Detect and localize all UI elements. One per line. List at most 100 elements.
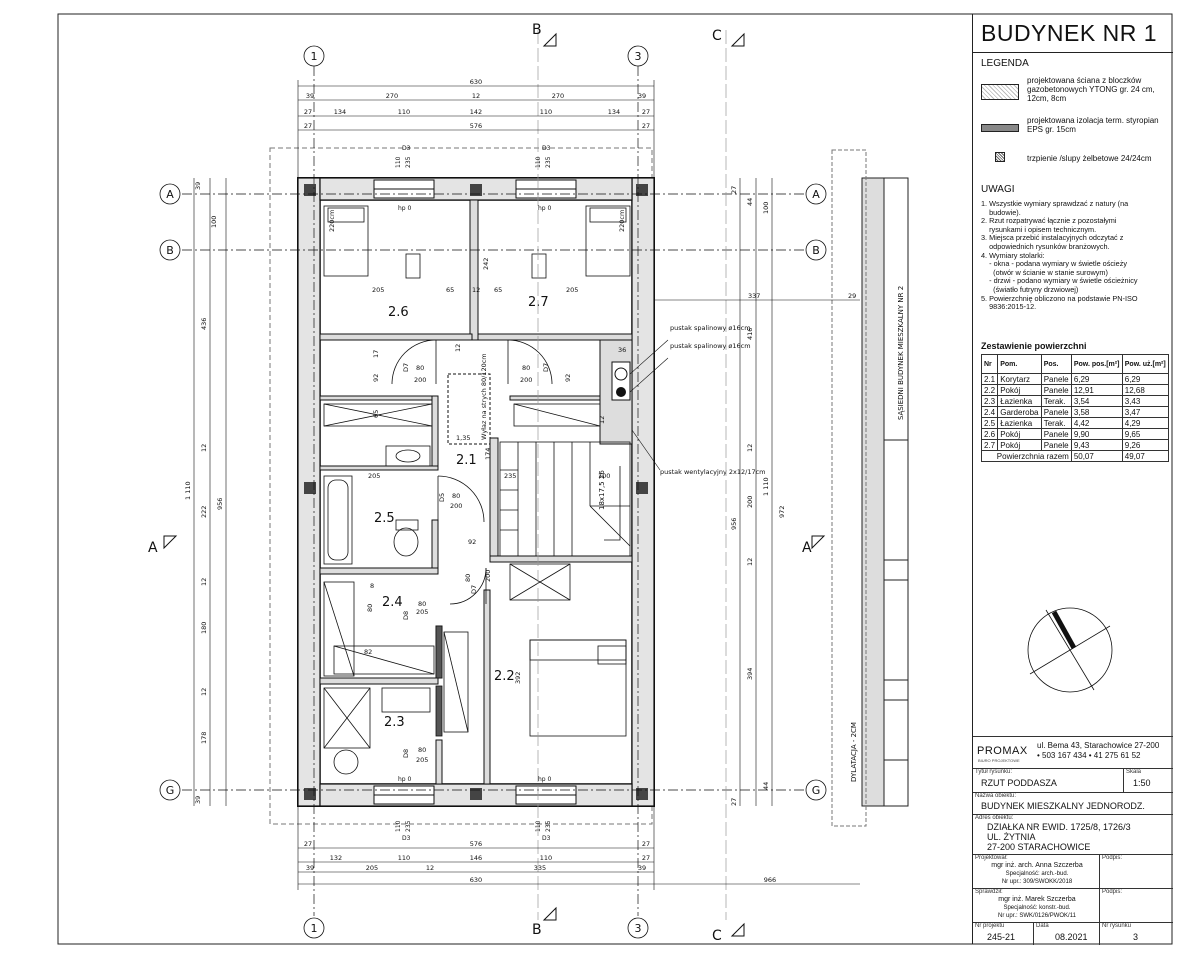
title-panel: BUDYNEK NR 1 LEGENDA projektowana ściana…	[972, 14, 1173, 945]
win2-w: 110	[535, 156, 542, 168]
dim-top-576: 576	[470, 122, 482, 130]
room-2-3: 2.3	[384, 715, 405, 730]
inner-174: 174	[484, 448, 492, 460]
section-c-top: C	[712, 28, 722, 44]
room-2-6: 2.6	[388, 305, 409, 320]
bed-single	[585, 205, 631, 277]
inner-205b: 205	[566, 286, 578, 294]
win4-h: 235	[545, 820, 552, 832]
toilet	[393, 527, 419, 557]
attic-hatch	[447, 373, 491, 445]
sheet-frame	[57, 13, 1173, 945]
sink	[385, 445, 431, 467]
flue1-label: pustak spalinowy ø16cm	[670, 324, 751, 332]
tb-number-row: Nr projektu 245-21 Data 08.2021 Nr rysun…	[973, 922, 1173, 945]
door-80c: 80	[452, 492, 460, 500]
surface-cell: Panele	[1040, 373, 1072, 385]
win2-h: 235	[545, 156, 552, 168]
inner-dims: D7 80 200 D7 80 200 D5 80 200 D7 80 200 …	[328, 210, 626, 764]
flues: pustak spalinowy ø16cm pustak spalinowy …	[611, 324, 766, 476]
shower	[323, 687, 371, 749]
designer-sign-caption: Podpis:	[1102, 855, 1123, 861]
room-labels: 2.6 2.7 2.1 2.5 2.4 2.2 2.3	[374, 295, 549, 730]
dim-top-630: 630	[470, 78, 482, 86]
inner-92c: 92	[468, 538, 476, 546]
surface-cell: 3,58	[1070, 406, 1123, 418]
inner-242: 242	[482, 258, 490, 270]
bathtub	[323, 475, 353, 565]
axis-b-left: B	[166, 244, 174, 257]
inner-235: 235	[504, 472, 516, 480]
furniture	[323, 205, 631, 775]
surface-cell: 2.3	[980, 395, 999, 407]
inner-205a: 205	[372, 286, 384, 294]
room-2-4: 2.4	[382, 595, 403, 610]
dim-right-44b: 44	[762, 782, 770, 790]
dim-left-436: 436	[200, 318, 208, 330]
door-d8b: D8	[402, 749, 410, 758]
dim-left-222: 222	[200, 506, 208, 518]
bed-single	[323, 205, 369, 277]
surface-cell: 4,42	[1070, 417, 1123, 429]
address-caption: Adres obiektu:	[975, 815, 1014, 821]
sheet-no: 3	[1133, 932, 1139, 942]
surfaces-header-row: Nr Pom. Pos. Pow. pos.[m²] Pow. uż.[m²]	[980, 354, 1170, 374]
inner-12a: 12	[472, 286, 480, 294]
win4-w: 110	[535, 820, 542, 832]
col-area-usable: Pow. uż.[m²]	[1121, 354, 1170, 374]
surface-cell: 9,26	[1121, 439, 1170, 451]
inner-82: 82	[364, 648, 372, 656]
door-80d: 80	[464, 574, 472, 582]
door-200c: 200	[450, 502, 462, 510]
dim-top-39b: 39	[638, 92, 646, 100]
surface-cell: 3,43	[1121, 395, 1170, 407]
note-3: 3. Miejsca przebić instalacyjnych odczyt…	[981, 233, 1124, 251]
checker-name: mgr inż. Marek Szczerba	[998, 896, 1076, 903]
win1-h: 235	[405, 156, 412, 168]
door-200d: 200	[484, 570, 492, 582]
dim-top-27b: 27	[642, 108, 650, 116]
section-c-bottom: C	[712, 928, 722, 944]
axis-g-right: G	[812, 784, 821, 797]
company-phone: • 503 167 434 • 41 275 61 52	[1037, 751, 1141, 760]
object-caption: Nazwa obiektu:	[975, 793, 1017, 799]
dim-right-29: 29	[848, 292, 856, 300]
date-value: 08.2021	[1055, 932, 1088, 942]
dimensions-left: 39 100 436 12 222 956 1 110 12 180 12 17…	[184, 178, 227, 806]
tb-designer-row: Projektował: mgr inż. arch. Anna Szczerb…	[973, 854, 1173, 889]
legend-heading: LEGENDA	[981, 58, 1029, 69]
designer-spec: Specjalność: arch.-bud.	[1005, 871, 1069, 877]
section-a-left: A	[148, 540, 158, 556]
col-nr: Nr	[980, 354, 999, 374]
dimensions-right: 27 100 44 416 956 200 1 110 972 12 12 39…	[654, 178, 860, 806]
dim-bot-39b: 39	[638, 864, 646, 872]
win3-w: 110	[395, 820, 402, 832]
surface-cell: 12,91	[1070, 384, 1123, 396]
dim-top-270b: 270	[552, 92, 564, 100]
dim-right-12a: 12	[746, 444, 754, 452]
door-205b: 205	[416, 756, 428, 764]
dim-bot-27c: 27	[642, 854, 650, 862]
scale-caption: Skala	[1126, 769, 1142, 775]
toilet2	[333, 749, 359, 775]
tb-object-row: Nazwa obiektu: BUDYNEK MIESZKALNY JEDNOR…	[973, 792, 1173, 815]
legend-swatch-column	[995, 152, 1005, 162]
dim-top-110b: 110	[540, 108, 552, 116]
dim-top-12a: 12	[472, 92, 480, 100]
room-2-1: 2.1	[456, 453, 477, 468]
total-pos: 50,07	[1070, 450, 1123, 462]
dim-left-180: 180	[200, 622, 208, 634]
door-d7a: D7	[402, 363, 410, 372]
neighbor-label: SĄSIEDNI BUDYNEK MIESZKALNY NR 2	[897, 286, 905, 420]
axis-g-left: G	[166, 784, 175, 797]
inner-65b: 65	[494, 286, 502, 294]
inner-220b: 220cm	[618, 210, 626, 232]
checker-caption: Sprawdził:	[975, 889, 1003, 895]
dim-top-27c: 27	[304, 122, 312, 130]
total-uz: 49,07	[1121, 450, 1170, 462]
surface-cell: 2.6	[980, 428, 999, 440]
inner-135: 1,35	[456, 434, 470, 442]
legend-item-column: trzpienie /slupy żelbetowe 24/24cm	[1027, 154, 1152, 163]
